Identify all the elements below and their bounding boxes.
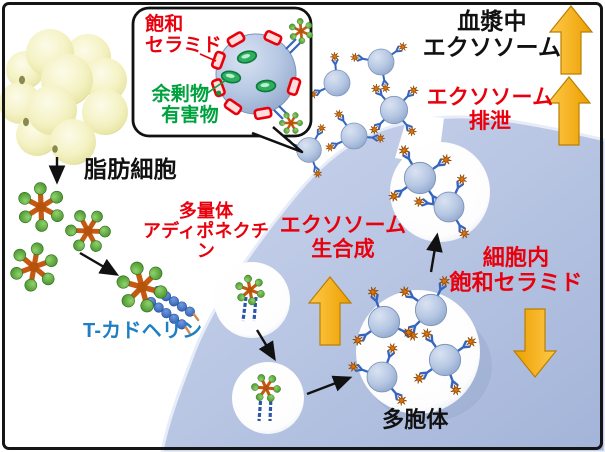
exosome bbox=[413, 172, 472, 240]
adiponectin-multimer bbox=[0, 233, 68, 302]
exosome bbox=[324, 108, 386, 153]
arrow-vesicle-traffic bbox=[255, 329, 276, 362]
label-plasma-exosome: 血漿中 エクソソーム bbox=[422, 8, 562, 60]
endocytic-vesicle-1 bbox=[214, 262, 290, 338]
mvb-exosome bbox=[347, 342, 409, 408]
endocytic-vesicle-2 bbox=[232, 362, 304, 434]
process-arrows bbox=[48, 157, 443, 396]
exosome bbox=[350, 40, 410, 93]
multivesicular-body bbox=[347, 274, 492, 422]
arrow-binding bbox=[79, 251, 120, 276]
label-t-cadherin: T-カドヘリン bbox=[83, 320, 203, 342]
label-exosome-excretion: エクソソーム 排泄 bbox=[426, 86, 554, 133]
label-adipocyte: 脂肪細胞 bbox=[84, 156, 177, 182]
mvb-exosome bbox=[397, 274, 452, 340]
callout-bubble bbox=[131, 6, 317, 154]
ceramide-pointer-line bbox=[199, 53, 217, 62]
mvb-exosome bbox=[350, 285, 420, 348]
arrow-to-mvb bbox=[306, 375, 353, 396]
callout-exosome bbox=[199, 15, 317, 137]
mvb-exosome bbox=[411, 326, 478, 397]
exosome bbox=[386, 143, 453, 212]
ceramide-patch bbox=[253, 106, 273, 121]
adipocyte-cluster bbox=[0, 29, 128, 165]
adiponectin-multimers bbox=[0, 175, 114, 301]
free-exosomes bbox=[280, 40, 421, 179]
exosome bbox=[367, 82, 420, 138]
label-intracellular-ceramide: 細胞内 飽和セラミド bbox=[449, 245, 583, 295]
label-exosome-biosynthesis: エクソソーム 生合成 bbox=[279, 214, 407, 261]
label-multivesicular-body: 多胞体 bbox=[382, 407, 449, 432]
adiponectin-multimer bbox=[62, 205, 114, 257]
label-adiponectin-multimer: 多量体 アディポネクチン bbox=[142, 201, 270, 262]
label-callout-saturated-ceramide: 飽和 セラミド bbox=[145, 14, 222, 57]
exosome bbox=[307, 52, 351, 101]
arrow-mvb-fusion bbox=[426, 232, 443, 273]
adiponectin-multimer bbox=[9, 175, 72, 238]
cargo-pointer-line bbox=[205, 79, 227, 95]
label-callout-waste: 余剰物・ 有害物 bbox=[151, 84, 229, 127]
